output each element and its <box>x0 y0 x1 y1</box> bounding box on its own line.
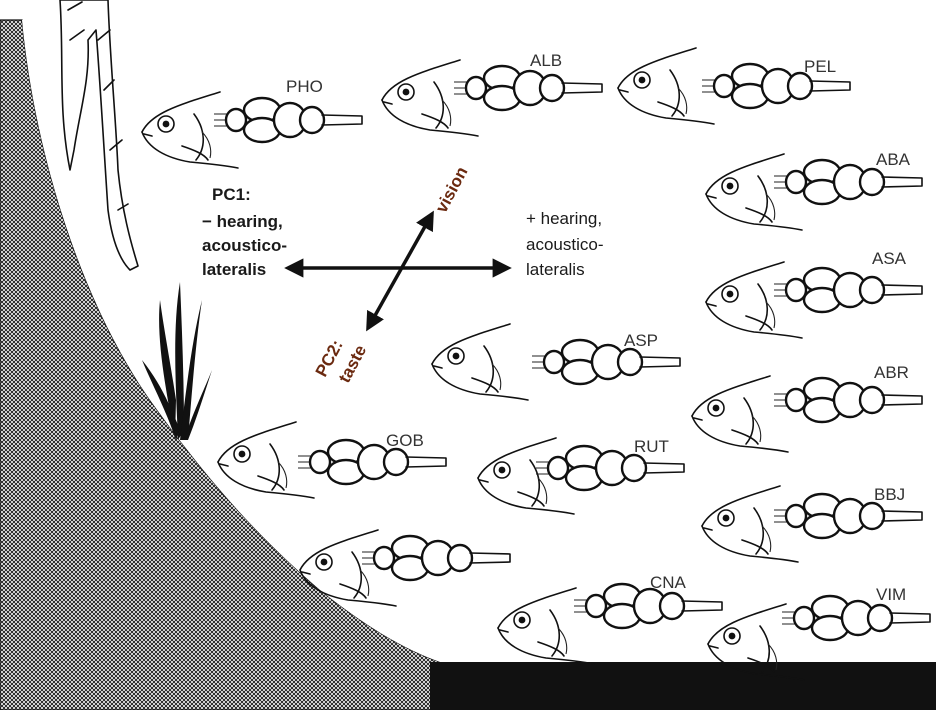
lake-bed-floor <box>430 662 936 710</box>
species-label: ASA <box>872 249 907 268</box>
species-label: RUT <box>634 437 669 456</box>
pc1-title: PC1: <box>212 185 251 204</box>
species-label: VIM <box>876 585 906 604</box>
pc1-right-line3: lateralis <box>526 260 585 279</box>
species-label: BBJ <box>874 485 905 504</box>
species-label: ABR <box>874 363 909 382</box>
pc1-left-line3: lateralis <box>202 260 266 279</box>
pc1-right-line1: + hearing, <box>526 209 602 228</box>
species-label: CNA <box>650 573 687 592</box>
pc1-left-line1: − hearing, <box>202 212 283 231</box>
species-label: GOB <box>386 431 424 450</box>
pc1-left-line2: acoustico- <box>202 236 287 255</box>
species-label: ABA <box>876 150 911 169</box>
species-label: ALB <box>530 51 562 70</box>
species-label: PEL <box>804 57 836 76</box>
species-label: PHO <box>286 77 323 96</box>
species-label: ASP <box>624 331 658 350</box>
pc1-right-line2: acoustico- <box>526 235 603 254</box>
